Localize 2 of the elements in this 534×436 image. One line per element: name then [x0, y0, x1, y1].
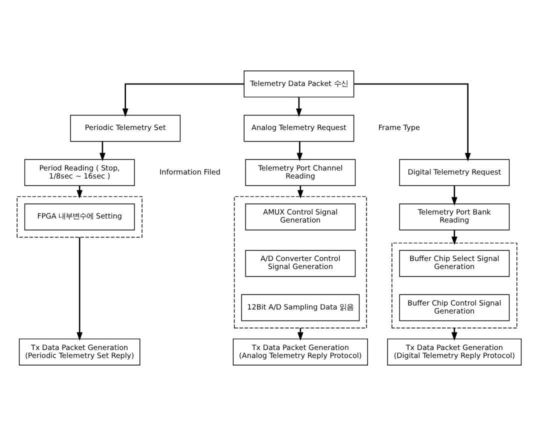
label: Frame Type: [378, 123, 420, 132]
label: Information Filed: [159, 167, 221, 176]
